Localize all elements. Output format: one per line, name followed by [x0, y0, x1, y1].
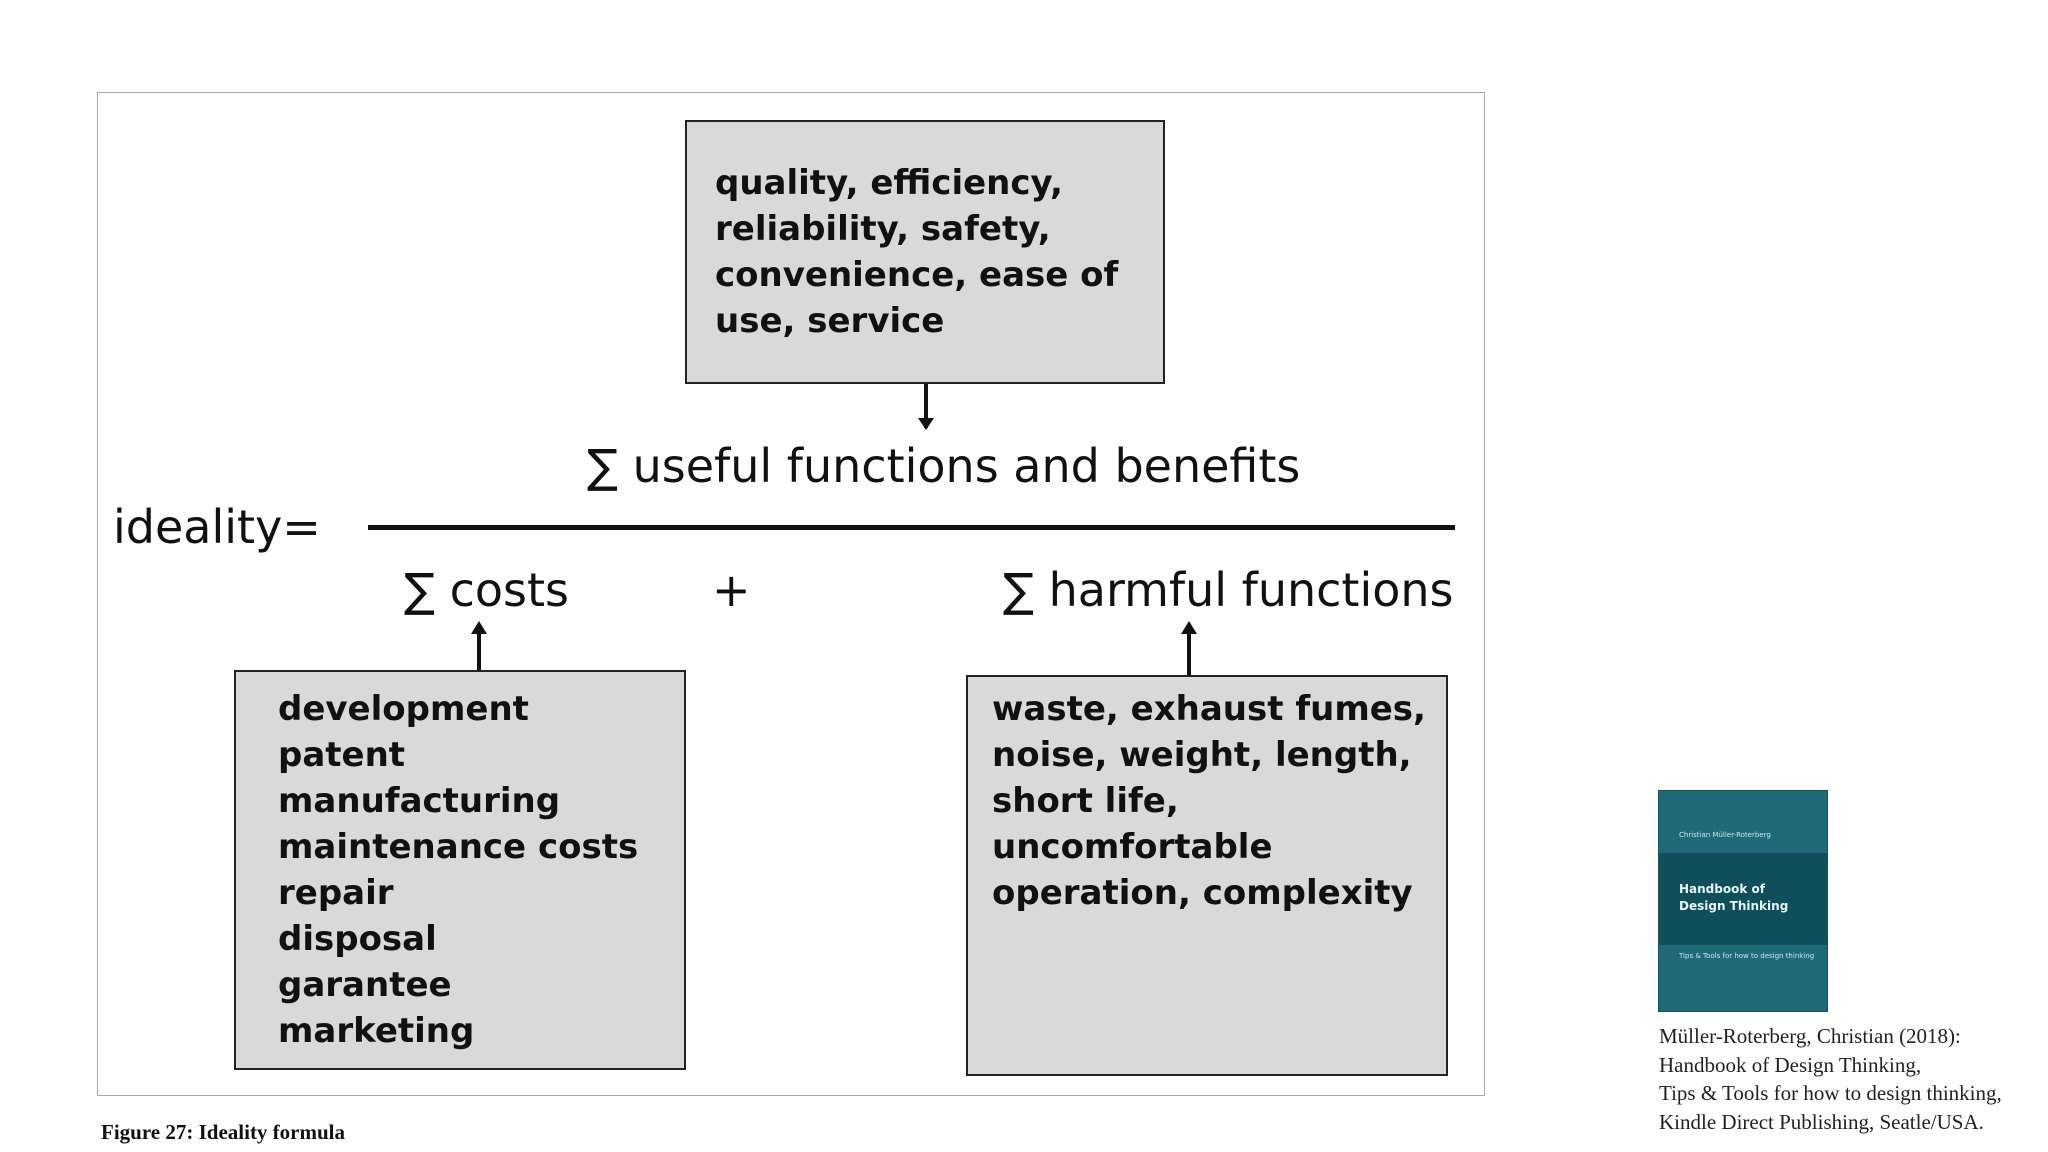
- book-subtitle: Tips & Tools for how to design thinking: [1679, 952, 1815, 960]
- benefits-line: use, service: [715, 301, 945, 341]
- harmful-item: uncomfortable: [992, 827, 1273, 867]
- costs-item: marketing: [278, 1011, 475, 1051]
- book-cover-image: Christian Müller-Roterberg Handbook of D…: [1658, 790, 1828, 1012]
- costs-item: manufacturing: [278, 781, 561, 821]
- reference-line: Müller-Roterberg, Christian (2018):: [1659, 1024, 1961, 1048]
- reference-line: Kindle Direct Publishing, Seatle/USA.: [1659, 1109, 1984, 1134]
- book-title-line: Handbook of: [1679, 882, 1765, 896]
- numerator-label: ∑ useful functions and benefits: [587, 439, 1301, 493]
- costs-item: repair: [278, 873, 394, 913]
- fraction-line: [368, 525, 1455, 530]
- book-title: Handbook of Design Thinking: [1679, 881, 1788, 915]
- benefits-line: reliability, safety,: [715, 209, 1051, 249]
- costs-item: maintenance costs: [278, 827, 639, 867]
- book-author: Christian Müller-Roterberg: [1679, 831, 1771, 839]
- benefits-line: quality, efficiency,: [715, 163, 1063, 203]
- costs-item: development: [278, 689, 529, 729]
- harmful-functions-label: ∑ harmful functions: [1003, 563, 1454, 617]
- costs-box: development patent manufacturing mainten…: [234, 670, 686, 1070]
- costs-item: garantee: [278, 965, 452, 1005]
- reference-line: Handbook of Design Thinking,: [1659, 1052, 1922, 1077]
- costs-item: patent: [278, 735, 406, 775]
- harmful-functions-box: waste, exhaust fumes, noise, weight, len…: [966, 675, 1448, 1076]
- reference-line: Tips & Tools for how to design thinking,: [1659, 1081, 2002, 1105]
- figure-caption: Figure 27: Ideality formula: [101, 1120, 346, 1144]
- costs-label: ∑ costs: [404, 563, 570, 617]
- harmful-item: short life,: [992, 781, 1179, 821]
- harmful-item: operation, complexity: [992, 873, 1413, 913]
- book-reference: Müller-Roterberg, Christian (2018): Hand…: [1659, 1022, 2002, 1136]
- plus-sign: +: [712, 563, 751, 617]
- benefits-line: convenience, ease of: [715, 255, 1119, 295]
- harmful-item: waste, exhaust fumes,: [992, 689, 1426, 729]
- ideality-label: ideality=: [113, 500, 321, 554]
- book-title-line: Design Thinking: [1679, 899, 1789, 913]
- book-cover-band: [1659, 853, 1827, 945]
- costs-item: disposal: [278, 919, 437, 959]
- harmful-item: noise, weight, length,: [992, 735, 1412, 775]
- benefits-box: quality, efficiency, reliability, safety…: [685, 120, 1165, 384]
